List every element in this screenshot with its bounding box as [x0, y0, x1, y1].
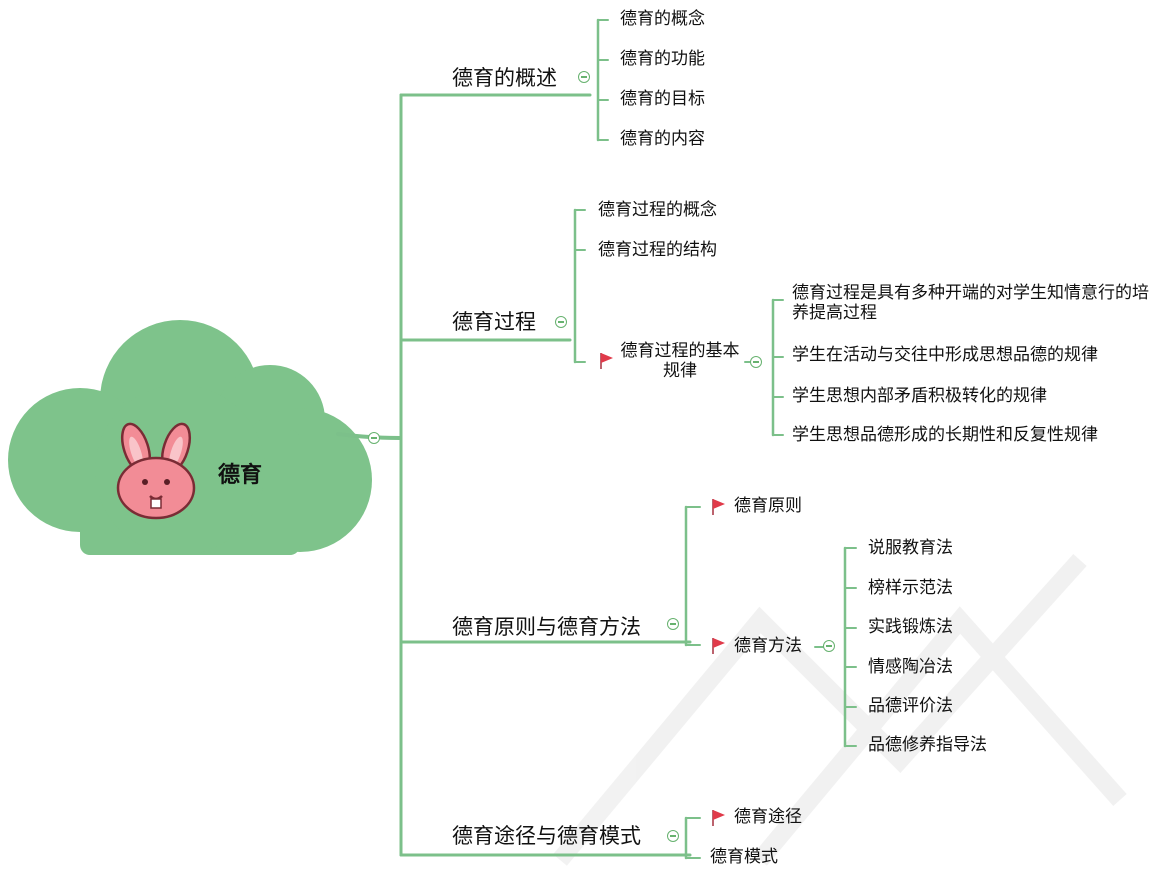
flag-icon — [712, 810, 725, 826]
method-emotion[interactable]: 情感陶冶法 — [868, 657, 953, 677]
process-laws-toggle[interactable] — [750, 356, 762, 368]
overview-concept[interactable]: 德育的概念 — [620, 9, 705, 29]
branch-principles-methods[interactable]: 德育原则与德育方法 — [452, 615, 641, 639]
branch-overview-toggle[interactable] — [578, 71, 590, 83]
branch-principles-methods-toggle[interactable] — [667, 618, 679, 630]
rabbit-face-icon — [116, 422, 196, 520]
flag-icon — [712, 638, 725, 654]
branch-paths-models[interactable]: 德育途径与德育模式 — [452, 824, 641, 848]
method-evaluation[interactable]: 品德评价法 — [868, 696, 953, 716]
overview-goal[interactable]: 德育的目标 — [620, 89, 705, 109]
methods-toggle[interactable] — [823, 640, 835, 652]
overview-content[interactable]: 德育的内容 — [620, 129, 705, 149]
root-collapse-toggle[interactable] — [368, 432, 380, 444]
branch-paths-models-toggle[interactable] — [667, 830, 679, 842]
process-laws[interactable]: 德育过程的基本规律 — [620, 341, 740, 382]
process-concept[interactable]: 德育过程的概念 — [598, 200, 717, 220]
method-persuasion[interactable]: 说服教育法 — [868, 538, 953, 558]
branch-process-toggle[interactable] — [555, 316, 567, 328]
method-self-cultivation[interactable]: 品德修养指导法 — [868, 735, 987, 755]
law-multi-start[interactable]: 德育过程是具有多种开端的对学生知情意行的培养提高过程 — [792, 283, 1149, 324]
method-practice[interactable]: 实践锻炼法 — [868, 617, 953, 637]
paths[interactable]: 德育途径 — [734, 807, 802, 827]
principles[interactable]: 德育原则 — [734, 496, 802, 516]
branch-process[interactable]: 德育过程 — [452, 310, 536, 334]
law-contradiction[interactable]: 学生思想内部矛盾积极转化的规律 — [792, 386, 1047, 406]
watermark — [553, 553, 1127, 866]
flag-icon — [712, 499, 725, 515]
overview-function[interactable]: 德育的功能 — [620, 49, 705, 69]
method-example[interactable]: 榜样示范法 — [868, 578, 953, 598]
models[interactable]: 德育模式 — [710, 847, 778, 867]
law-long-term[interactable]: 学生思想品德形成的长期性和反复性规律 — [792, 425, 1098, 445]
law-activity[interactable]: 学生在活动与交往中形成思想品德的规律 — [792, 345, 1098, 365]
root-title[interactable]: 德育 — [218, 463, 263, 488]
methods[interactable]: 德育方法 — [734, 636, 802, 656]
process-structure[interactable]: 德育过程的结构 — [598, 240, 717, 260]
branch-overview[interactable]: 德育的概述 — [452, 66, 557, 90]
flag-icon — [600, 353, 613, 369]
